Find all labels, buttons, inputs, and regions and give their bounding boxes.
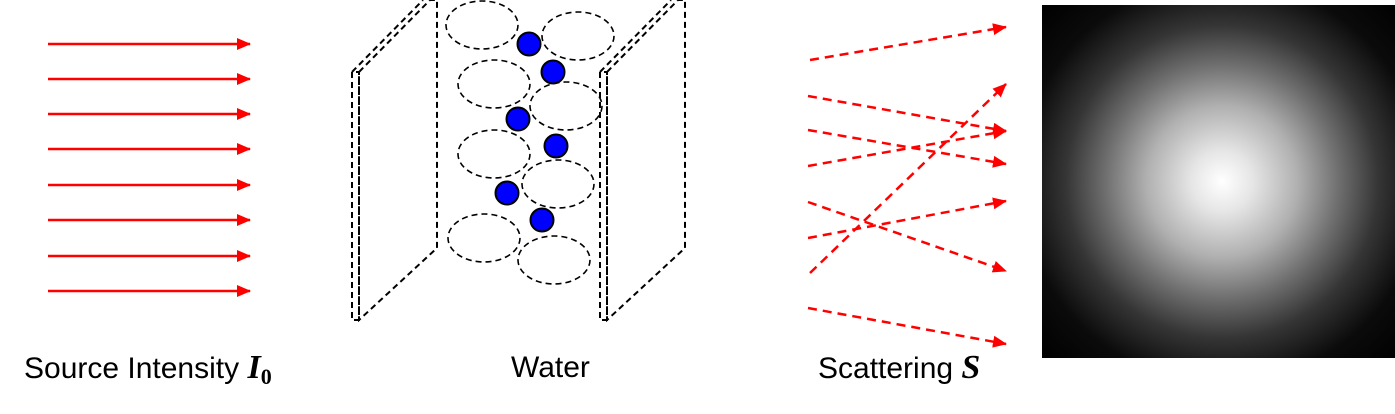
water-caption-text: Water — [511, 351, 590, 384]
water-molecule — [447, 213, 521, 263]
left-plate-edge — [351, 0, 424, 73]
scattering-caption-text: Scattering — [818, 352, 954, 385]
water-molecule — [529, 81, 603, 131]
water-molecule — [457, 129, 531, 179]
water-molecules — [445, 0, 615, 285]
detector-image — [1042, 5, 1395, 358]
source-intensity-caption: Source Intensity I0 — [24, 346, 272, 399]
scattering-symbol: S — [961, 349, 981, 386]
scattered-arrow — [809, 23, 1007, 62]
particle — [505, 106, 531, 132]
scattered-arrow — [807, 128, 1007, 168]
water-molecule — [521, 159, 595, 209]
right-plate-edge — [599, 0, 672, 73]
water-molecule — [517, 235, 591, 285]
water-caption: Water — [511, 346, 590, 390]
scattered-ray-arrows — [807, 23, 1007, 348]
left-plate-back — [358, 0, 438, 323]
scattered-arrow — [807, 127, 1007, 168]
particles — [494, 31, 569, 233]
left-plate-front — [351, 71, 360, 321]
water-molecule — [541, 11, 615, 61]
particle — [516, 31, 542, 57]
scattered-arrow — [807, 200, 1007, 273]
water-molecule — [457, 59, 531, 109]
scattered-arrow — [809, 83, 1007, 274]
scattered-arrow — [807, 197, 1007, 240]
water-molecule — [445, 0, 519, 50]
particle — [543, 133, 569, 159]
source-beam-arrows — [48, 38, 251, 297]
source-intensity-symbol: I — [247, 349, 261, 386]
scattered-arrow — [807, 94, 1007, 135]
scattered-arrow — [807, 306, 1007, 348]
scattering-caption: Scattering S — [818, 346, 980, 391]
particle — [494, 180, 520, 206]
source-caption-text: Source Intensity — [24, 352, 240, 385]
particle — [529, 207, 555, 233]
water-sample — [351, 0, 686, 323]
particle — [540, 59, 566, 85]
source-intensity-subscript: 0 — [260, 364, 272, 389]
right-plate-back — [606, 0, 686, 323]
